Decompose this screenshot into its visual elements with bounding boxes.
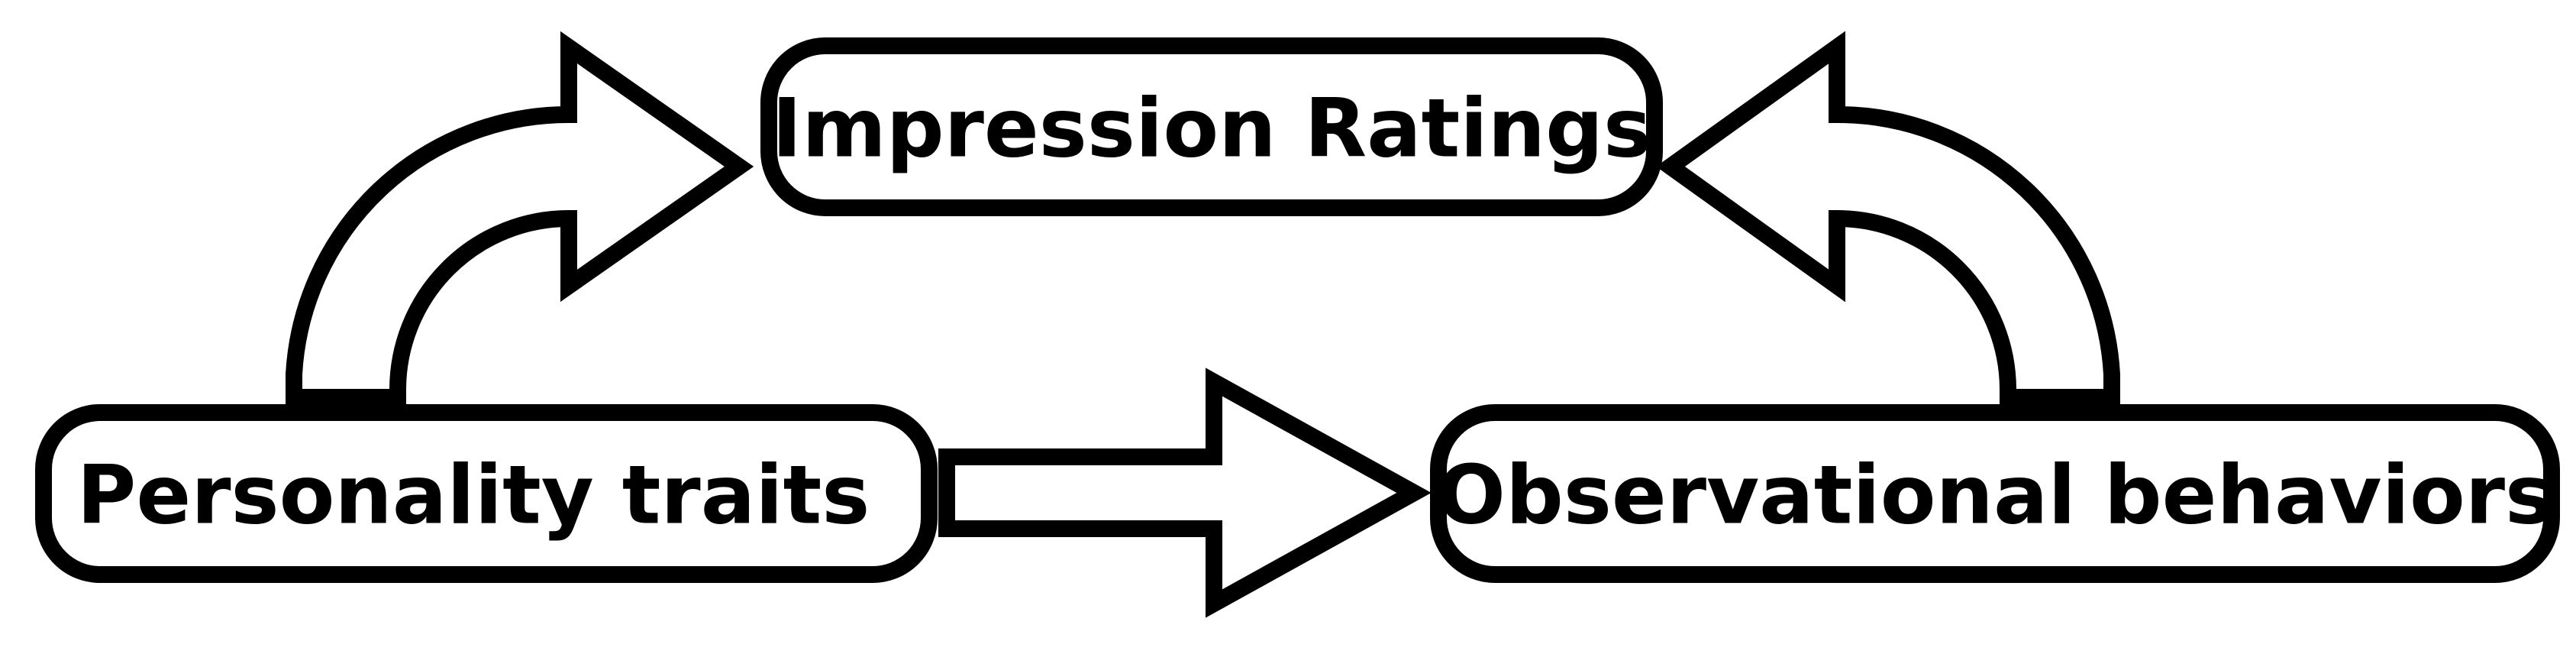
- arrow-personality-to-impression: [286, 31, 754, 406]
- node-impression-ratings-label: Impression Ratings: [772, 82, 1651, 176]
- arrow-personality-to-behaviors: [938, 367, 1432, 618]
- node-observational-behaviors: Observational behaviors: [1430, 404, 2560, 583]
- node-observational-behaviors-box: [1430, 404, 2560, 583]
- node-personality-traits-label: Personality traits: [77, 448, 870, 542]
- node-impression-ratings-box: [760, 37, 1663, 216]
- arrow-behaviors-to-impression: [1656, 31, 2120, 406]
- node-observational-behaviors-label: Observational behaviors: [1437, 448, 2553, 542]
- node-impression-ratings: Impression Ratings: [760, 37, 1663, 216]
- node-personality-traits-box: [35, 404, 938, 583]
- node-personality-traits: Personality traits: [35, 404, 938, 583]
